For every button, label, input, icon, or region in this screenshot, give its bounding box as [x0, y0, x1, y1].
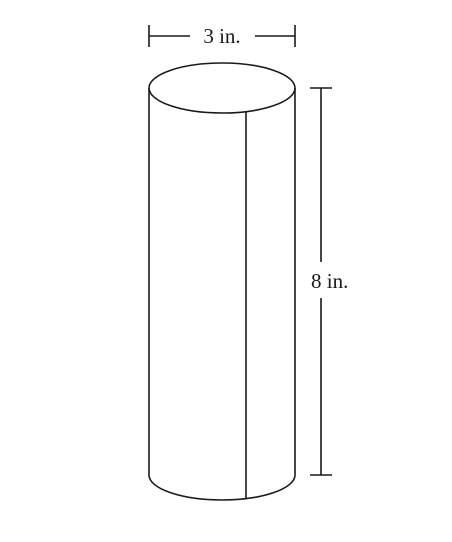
cylinder-bottom-edge: [148, 474, 296, 501]
cylinder: [148, 62, 296, 501]
width-dimension: 3 in.: [148, 24, 296, 48]
cylinder-top-face: [148, 62, 296, 114]
height-dimension: 8 in.: [310, 87, 348, 476]
width-label: 3 in.: [203, 24, 240, 48]
height-label: 8 in.: [311, 269, 348, 293]
